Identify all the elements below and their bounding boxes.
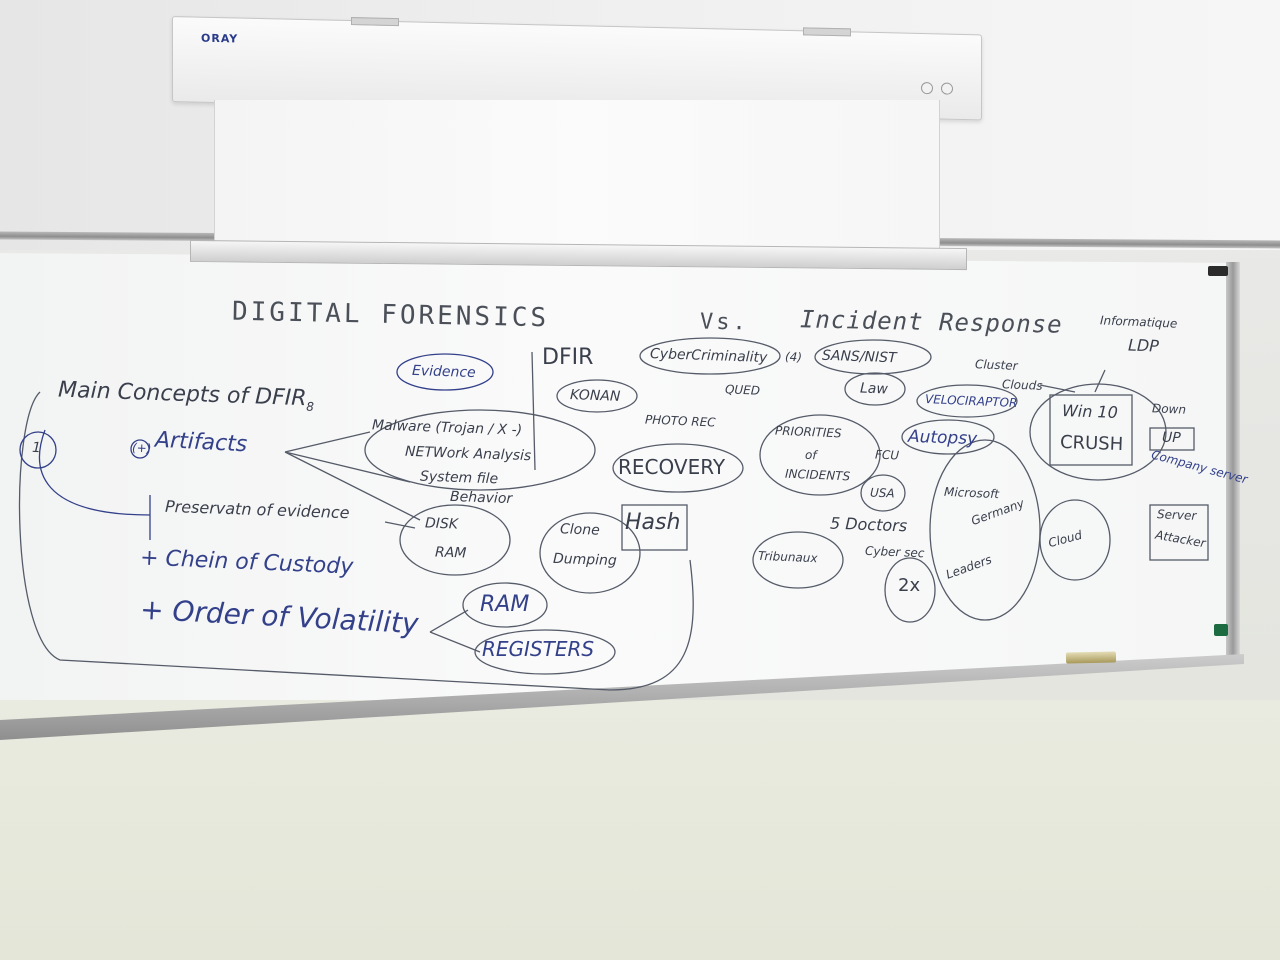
disk-ram-circle	[399, 504, 511, 576]
behavior-label: Behavior	[449, 488, 513, 508]
ram-label: RAM	[434, 544, 467, 562]
item-number: 1	[31, 439, 42, 457]
clouds-label: Clouds	[1001, 377, 1043, 393]
hash-label: Hash	[625, 510, 681, 535]
registers-circle	[474, 629, 616, 675]
artifacts-arrow	[284, 431, 421, 521]
artifacts-label: Artifacts	[154, 427, 248, 458]
ram-circle	[462, 582, 548, 628]
registers-label: REGISTERS	[482, 637, 595, 661]
dumping-label: Dumping	[552, 550, 618, 570]
fcu-label: FCU	[874, 447, 900, 463]
priorities-line-1: PRIORITIES	[774, 423, 842, 441]
law-circle	[844, 372, 906, 406]
evidence-label: Evidence	[411, 362, 476, 382]
recovery-label: RECOVERY	[618, 455, 726, 479]
ldp-label: LDP	[1127, 335, 1160, 356]
preservation-arrow	[384, 521, 416, 529]
whiteboard-frame	[1226, 262, 1240, 660]
konan-circle	[556, 379, 638, 413]
whiteboard	[0, 253, 1240, 745]
priorities-circle	[759, 414, 881, 496]
cyber-sec-label: Cyber sec	[864, 543, 925, 561]
autopsy-circle	[901, 419, 995, 455]
tribunaux-label: Tribunaux	[757, 548, 818, 566]
cloud-circle	[1039, 499, 1111, 581]
disk-label: DISK	[424, 515, 459, 533]
volatility-arrow	[429, 609, 481, 653]
artifacts-marker-circle	[130, 439, 150, 459]
dfir-label: DFIR	[542, 345, 594, 370]
autopsy-label: Autopsy	[907, 426, 978, 450]
sans-nist-label: SANS/NIST	[821, 347, 897, 367]
lower-wall	[0, 700, 1280, 960]
priorities-line-3: INCIDENTS	[784, 466, 851, 484]
germany-circle	[929, 439, 1041, 621]
artifacts-marker: (+)	[131, 440, 152, 456]
cluster-label: Cluster	[974, 357, 1018, 373]
hash-box	[621, 504, 688, 551]
up-label: UP	[1161, 429, 1181, 447]
microsoft-label: Microsoft	[943, 484, 1000, 502]
two-x-circle	[884, 557, 936, 623]
tribunaux-circle	[752, 531, 844, 589]
sans-circle	[814, 339, 932, 375]
cyber-number: (4)	[784, 349, 803, 365]
server-box	[1149, 504, 1209, 561]
up-box	[1149, 427, 1195, 451]
win10-box	[1049, 394, 1133, 466]
down-label: Down	[1151, 401, 1187, 417]
usa-circle	[860, 474, 906, 512]
projection-screen	[214, 100, 940, 256]
left-bracket	[38, 429, 151, 516]
law-label: Law	[859, 380, 889, 398]
konan-label: KONAN	[569, 387, 621, 405]
clone-circle	[539, 512, 641, 594]
two-x-label: 2x	[898, 575, 921, 596]
usa-label: USA	[869, 485, 895, 501]
evidence-circle	[396, 353, 494, 391]
server-label: Server	[1156, 507, 1197, 523]
priorities-line-2: of	[804, 447, 817, 463]
outlet-icon	[1208, 266, 1228, 276]
crush-label: CRUSH	[1059, 431, 1124, 456]
velociraptor-circle	[916, 384, 1018, 418]
item-number-circle	[19, 431, 57, 469]
cluster-arrows	[1039, 369, 1106, 393]
clone-label: Clone	[559, 521, 600, 539]
recovery-circle	[612, 443, 744, 493]
dfir-line	[531, 351, 536, 471]
magnet	[1214, 624, 1228, 636]
win10-label: Win 10	[1061, 401, 1119, 422]
cyber-circle	[639, 337, 781, 375]
ram2-label: RAM	[480, 592, 530, 617]
versus-label: Vs.	[699, 309, 750, 336]
system-file-label: System file	[419, 468, 499, 488]
board-subtitle: Incident Response	[799, 305, 1063, 339]
malware-circle	[364, 409, 596, 491]
five-doctors-label: 5 Doctors	[829, 513, 908, 536]
qued-label: QUED	[724, 382, 761, 398]
